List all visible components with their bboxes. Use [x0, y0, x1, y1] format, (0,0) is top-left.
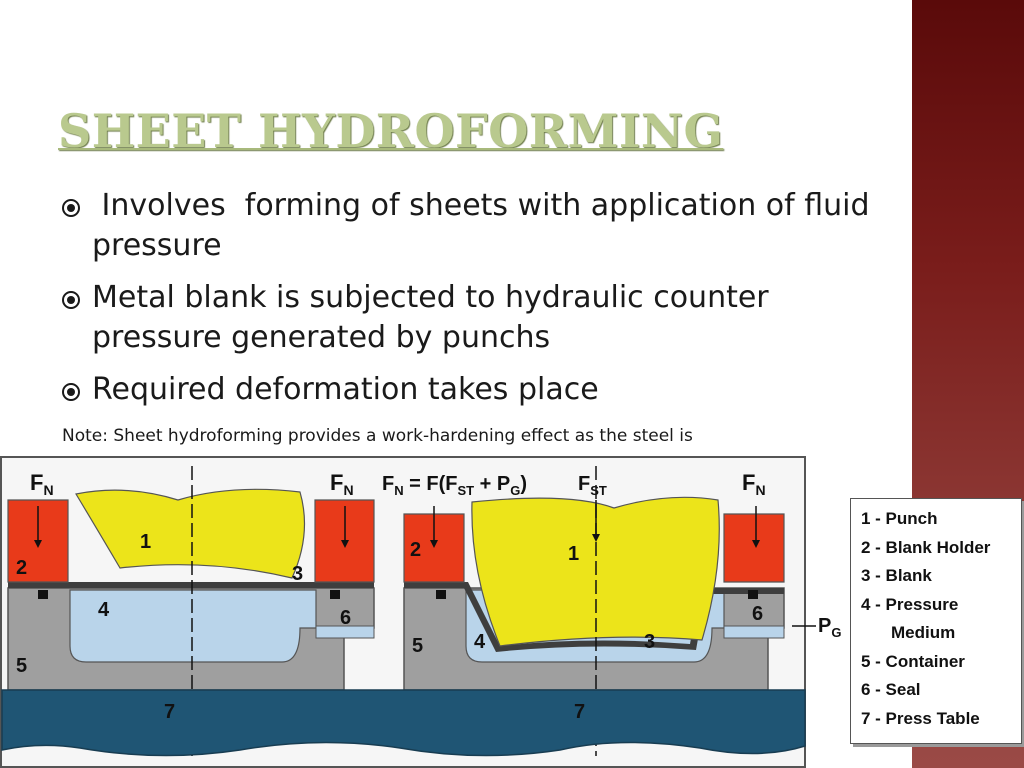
bullet-text: Involves forming of sheets with applicat… — [92, 188, 880, 263]
left-label-4: 4 — [98, 599, 110, 621]
left-label-2: 2 — [16, 557, 27, 579]
right-blank — [404, 582, 784, 652]
hydroforming-diagram: FN FN 1 2 3 4 5 6 FN = F(FST + PG) FST F — [0, 456, 806, 768]
left-force-label-a: FN — [30, 470, 54, 498]
left-medium-channel — [315, 625, 375, 639]
right-label-2: 2 — [410, 539, 421, 561]
left-punch — [75, 488, 306, 579]
bullet-text: Metal blank is subjected to hydraulic co… — [92, 280, 769, 355]
note-text: Note: Sheet hydroforming provides a work… — [62, 426, 693, 446]
circle-bullet-icon — [62, 291, 80, 309]
left-label-3: 3 — [292, 563, 303, 585]
bullet-item: Metal blank is subjected to hydraulic co… — [62, 278, 892, 358]
right-label-5: 5 — [412, 635, 423, 657]
right-force-arrowhead-a — [430, 540, 438, 548]
right-seal-b — [748, 590, 758, 599]
left-pressure-medium — [69, 589, 317, 663]
left-label-6: 6 — [340, 607, 351, 629]
left-force-label-b: FN — [330, 470, 354, 498]
right-label-1: 1 — [568, 543, 579, 565]
legend-item: 1 - Punch — [861, 509, 938, 528]
right-medium-channel — [723, 625, 785, 639]
right-force-arrowhead-b — [752, 540, 760, 548]
pg-label: PG — [818, 615, 841, 640]
left-force-arrowhead-a — [34, 540, 42, 548]
right-seal-a — [436, 590, 446, 599]
legend-item: 6 - Seal — [861, 680, 921, 699]
legend-box: 1 - Punch 2 - Blank Holder 3 - Blank 4 -… — [850, 498, 1022, 744]
legend-item: 5 - Container — [861, 652, 965, 671]
circle-bullet-icon — [62, 199, 80, 217]
right-label-7: 7 — [574, 701, 585, 723]
left-stage: FN FN 1 2 3 4 5 6 — [7, 466, 375, 756]
left-seal-b — [330, 590, 340, 599]
right-stage: FN = F(FST + PG) FST FN 1 2 3 4 5 6 — [382, 466, 806, 756]
legend-item: 2 - Blank Holder — [861, 538, 991, 557]
right-label-6: 6 — [752, 603, 763, 625]
right-blank-holder-b — [723, 513, 785, 583]
legend-item: Medium — [891, 623, 956, 642]
right-equation-label: FN = F(FST + PG) — [382, 473, 527, 498]
right-label-3: 3 — [644, 631, 655, 653]
bullet-list: Involves forming of sheets with applicat… — [62, 186, 892, 422]
right-force-arrowhead-center — [592, 534, 600, 542]
press-table — [1, 689, 806, 757]
left-seal-a — [38, 590, 48, 599]
right-fst-label: FST — [578, 473, 607, 498]
right-force-label-b: FN — [742, 470, 766, 498]
bullet-item: Involves forming of sheets with applicat… — [62, 186, 892, 266]
left-label-1: 1 — [140, 531, 151, 553]
pg-label-area: PG — [806, 615, 841, 640]
legend-item: 4 - Pressure — [861, 595, 959, 614]
left-label-5: 5 — [16, 655, 27, 677]
legend-item: 7 - Press Table — [861, 709, 980, 728]
bullet-item: Required deformation takes place — [62, 370, 892, 410]
left-force-arrowhead-b — [341, 540, 349, 548]
left-blank — [8, 582, 374, 588]
slide-title: SHEET HYDROFORMING — [58, 104, 724, 158]
circle-bullet-icon — [62, 383, 80, 401]
right-label-4: 4 — [474, 631, 486, 653]
bullet-text: Required deformation takes place — [92, 372, 599, 407]
left-label-7: 7 — [164, 701, 175, 723]
legend-item: 3 - Blank — [861, 566, 932, 585]
